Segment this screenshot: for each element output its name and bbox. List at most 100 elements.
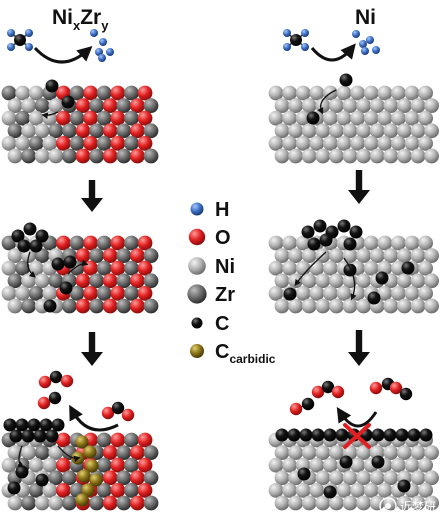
step-arrows (81, 170, 370, 366)
surface-atom-ni (383, 248, 399, 263)
surface-atom-ni (274, 495, 290, 511)
surface-atom-ni (323, 286, 338, 301)
surface-atom-ni (288, 273, 303, 289)
methane-hydrogen (7, 43, 15, 51)
methane-hydrogen (283, 29, 291, 37)
surface-atom-zr (62, 470, 77, 486)
surface-atom-zr (96, 260, 112, 276)
carbon-adatom (339, 73, 353, 87)
hydrogen-atom (366, 36, 374, 44)
carbon-adatom (51, 257, 65, 271)
surface-atom-zr (123, 235, 139, 251)
surface-atom-ni (274, 148, 290, 164)
surface-atom-zr (34, 98, 50, 113)
surface-atom-ni (383, 98, 399, 113)
carbon-atom (301, 397, 315, 411)
surface-atom-zr (28, 136, 44, 151)
surface-atom-ni (369, 148, 385, 164)
surface-atom-ni (397, 445, 412, 460)
carbon-atom (399, 387, 413, 401)
surface-atom-ni (342, 148, 358, 164)
surface-atom-ni (404, 286, 420, 301)
surface-atom-ni (34, 123, 50, 139)
hydrogen-atom (372, 46, 380, 54)
surface-atom-ni (282, 483, 297, 498)
legend-swatch (187, 284, 207, 304)
surface-atom-zr (28, 483, 44, 498)
surface-atom-ni (295, 110, 311, 126)
surface-atom-ni (282, 260, 297, 276)
surface-atom-ni (410, 248, 426, 263)
hydrogen-atom (90, 29, 98, 37)
surface-atom-ni (21, 123, 36, 139)
surface-atom-zr (1, 85, 17, 101)
surface-atom-ni (410, 273, 426, 289)
surface-atom-o (110, 483, 126, 498)
surface-atom-ni (301, 495, 317, 511)
legend-label: O (215, 227, 231, 249)
surface-atom-ni (274, 445, 290, 460)
surface-atom-o (56, 110, 71, 126)
carbidic-carbon (77, 469, 91, 483)
surface-atom-ni (268, 483, 284, 498)
surface-atom-o (75, 123, 91, 139)
surface-atom-zr (116, 248, 132, 263)
surface-atom-ni (309, 136, 325, 151)
carbon-adatom (11, 229, 25, 243)
surface-atom-o (130, 123, 145, 139)
surface-atom-ni (410, 445, 426, 460)
surface-atom-ni (42, 457, 58, 473)
co2-molecule-left (38, 370, 74, 389)
surface-atom-ni (377, 85, 393, 101)
surface-atom-ni (1, 136, 17, 151)
legend-swatch (190, 344, 204, 358)
surface-atom-ni (288, 298, 303, 314)
surface-atom-ni (424, 123, 439, 139)
carbon-atom (49, 370, 63, 384)
carbon-adatom (323, 485, 337, 499)
surface-atom-ni (336, 483, 352, 498)
surface-atom-ni (7, 98, 23, 113)
surface-atom-zr (89, 98, 104, 113)
diffusion-path (27, 251, 37, 278)
surface-atom-zr (123, 432, 139, 448)
surface-atom-ni (268, 110, 284, 126)
carbon-adatom (343, 237, 357, 251)
surface-atom-o (56, 432, 71, 448)
surface-atom-zr (48, 273, 64, 289)
adsorption-arrow-right (310, 43, 356, 62)
surface-atom-ni (342, 123, 358, 139)
carbon-adatom (349, 225, 363, 239)
surface-atom-ni (268, 457, 284, 473)
surface-atom-o (137, 235, 153, 251)
surface-atom-ni (424, 248, 439, 263)
surface-atom-ni (301, 123, 317, 139)
surface-atom-ni (418, 235, 433, 251)
surface-atom-zr (116, 273, 132, 289)
surface-atom-o (75, 98, 91, 113)
surface-atom-ni (1, 110, 17, 126)
carbidic-carbon (83, 445, 97, 459)
surface-atom-ni (342, 248, 358, 263)
surface-atom-ni (15, 85, 30, 101)
reaction-arrow-left (69, 404, 119, 432)
surface-atom-ni (410, 98, 426, 113)
surface-atom-ni (28, 110, 44, 126)
surface-atom-zr (116, 123, 132, 139)
surface-atom-zr (34, 445, 50, 460)
surface-atom-zr (143, 148, 159, 164)
surface-atom-ni (288, 123, 303, 139)
diffusion-path (294, 251, 327, 287)
surface-atom-ni (274, 470, 290, 486)
surface-atom-zr (143, 445, 159, 460)
surface-atom-o (110, 260, 126, 276)
carbon-atom (111, 401, 125, 415)
surface-atom-ni (309, 85, 325, 101)
surface-atom-zr (116, 148, 132, 164)
surface-atom-ni (404, 110, 420, 126)
methane-hydrogen (25, 29, 33, 37)
surface-atom-ni (315, 298, 331, 314)
surface-atom-ni (356, 470, 371, 486)
surface-atom-ni (309, 457, 325, 473)
methane-carbon (290, 34, 302, 46)
